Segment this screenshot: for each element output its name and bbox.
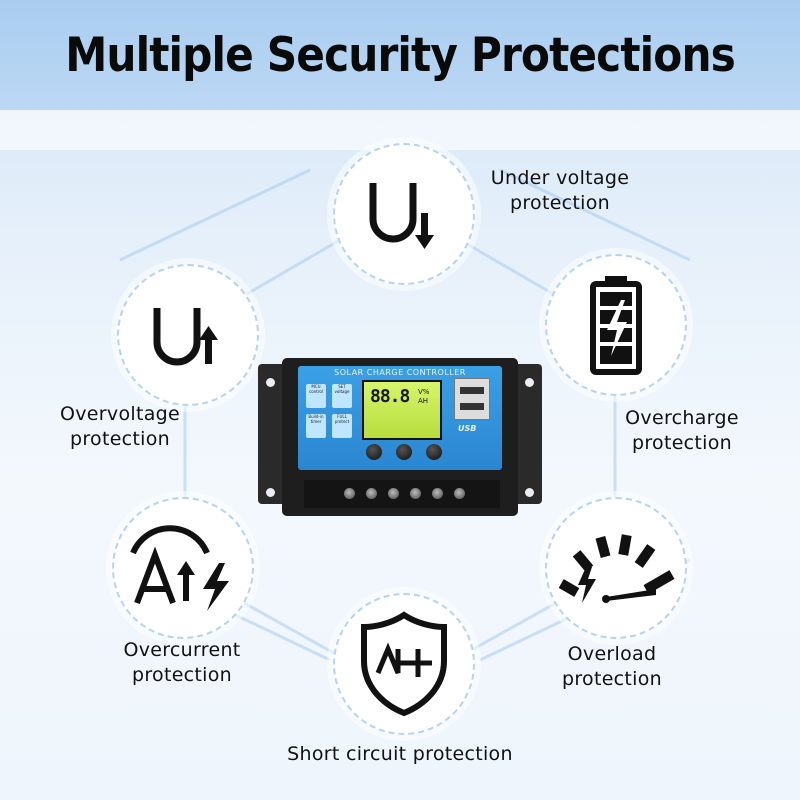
short-circuit-circle	[333, 593, 475, 735]
menu-button[interactable]	[366, 444, 382, 460]
under-voltage-circle	[333, 143, 475, 285]
overcharge-circle	[545, 254, 687, 396]
solar-charge-controller: SOLAR CHARGE CONTROLLER MCU control SET …	[258, 358, 542, 518]
gauge-bolt-icon	[558, 534, 675, 603]
terminal-screw	[366, 488, 377, 499]
usb-ports	[454, 378, 490, 420]
terminal-strip	[304, 480, 500, 508]
full-protect-tile: FULL protect	[332, 414, 352, 438]
under-voltage-label: Under voltage protection	[490, 167, 630, 214]
mcu-control-tile: MCU control	[306, 384, 326, 408]
overcurrent-circle	[112, 497, 254, 639]
page-title: Multiple Security Protections	[65, 27, 736, 83]
lcd-value: 88.8	[370, 386, 410, 407]
overcharge-label: Overcharge protection	[625, 407, 739, 454]
overvoltage-circle	[117, 264, 259, 406]
terminal-screw	[454, 488, 465, 499]
build-in-timer-tile: Build-in timer	[306, 414, 326, 438]
overvoltage-label: Overvoltage protection	[60, 403, 180, 450]
short-circuit-label: Short circuit protection	[287, 743, 513, 765]
controller-body: SOLAR CHARGE CONTROLLER MCU control SET …	[282, 358, 518, 516]
shield-circuit-icon	[361, 611, 447, 717]
a-up-arrow-bolt-icon	[130, 525, 229, 611]
terminal-screw	[388, 488, 399, 499]
terminal-screw	[344, 488, 355, 499]
controller-panel: SOLAR CHARGE CONTROLLER MCU control SET …	[298, 366, 502, 470]
overload-label: Overload protection	[561, 643, 663, 690]
usb-label: USB	[458, 424, 477, 433]
battery-bolt-icon	[590, 276, 642, 375]
terminal-screw	[410, 488, 421, 499]
terminal-screw	[432, 488, 443, 499]
u-up-arrow-icon	[153, 308, 218, 366]
overload-circle	[545, 497, 687, 639]
header-banner: Multiple Security Protections	[0, 0, 800, 110]
up-button[interactable]	[396, 444, 412, 460]
lcd-units: V% AH	[418, 388, 430, 405]
set-voltage-tile: SET voltage	[332, 384, 352, 408]
down-button[interactable]	[426, 444, 442, 460]
overcurrent-label: Overcurrent protection	[123, 639, 241, 686]
u-down-arrow-icon	[369, 183, 434, 249]
lcd-display: 88.8 V% AH	[362, 380, 442, 440]
controller-title: SOLAR CHARGE CONTROLLER	[334, 368, 466, 377]
